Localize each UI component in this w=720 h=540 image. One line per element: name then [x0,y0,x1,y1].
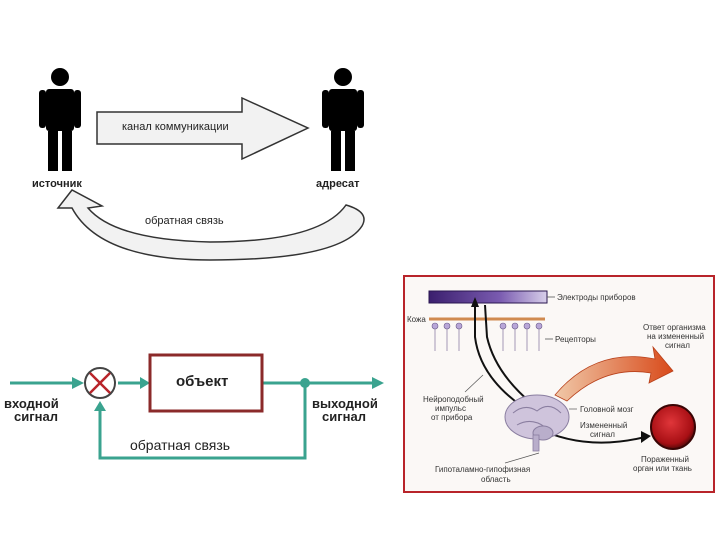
response-label-3: сигнал [665,341,690,350]
response-label-2: на измененный [647,332,705,341]
nerve-path-down [484,304,531,403]
organ-label-2: орган или ткань [633,464,692,473]
output-label-line1: выходной [312,396,378,411]
source-person-icon [39,68,81,171]
object-arrowhead [140,377,150,389]
object-block [148,353,264,413]
output-arrowhead [372,377,384,389]
channel-arrow [96,96,310,161]
organ-label-1: Пораженный [641,455,689,464]
communication-diagram: источник адресат канал коммуникации обра… [20,60,395,265]
brain-label: Головной мозг [580,405,634,414]
output-label-line2: сигнал [322,409,366,424]
feedback-arrow [56,189,365,261]
brain-icon [504,394,570,452]
addressee-label: адресат [316,178,360,190]
channel-label: канал коммуникации [122,121,229,133]
affected-organ [650,404,696,450]
receptors-label: Рецепторы [555,335,596,344]
summing-junction-icon [84,367,116,399]
electrodes-label: Электроды приборов [557,293,636,302]
control-loop-diagram: объект входной сигнал выходной сигнал об… [0,345,400,465]
electrode-bar [428,290,548,304]
skin-label: Кожа [407,315,426,324]
receptors-row [431,322,543,351]
input-label-line2: сигнал [14,409,58,424]
input-arrowhead [72,377,84,389]
impulse-label-1: Нейроподобный [423,395,484,404]
response-arrow [554,345,674,402]
feedback-arrowhead [94,401,106,411]
input-label-line1: входной [4,396,59,411]
changed-signal-label-2: сигнал [590,430,615,439]
control-loop-graphic [10,353,384,460]
addressee-person-icon [322,68,364,171]
object-label: объект [176,373,229,390]
impulse-label-2: импульс [435,404,466,413]
hypothalamus-label-2: область [481,475,511,484]
source-label: источник [32,178,82,190]
bio-feedback-diagram: Электроды приборов Кожа Рецепторы Ответ … [403,275,715,493]
response-label-1: Ответ организма [643,323,706,332]
communication-graphic [39,68,365,261]
hypothalamus-label-1: Гипоталамно-гипофизная [435,465,531,474]
feedback-line [98,383,307,460]
bio-graphic [428,290,696,464]
impulse-label-3: от прибора [431,413,473,422]
loop-feedback-label: обратная связь [130,437,231,453]
changed-signal-label-1: Измененный [580,421,628,430]
branch-point [300,378,310,388]
nerve-path-up [474,305,524,408]
feedback-label: обратная связь [145,215,224,227]
